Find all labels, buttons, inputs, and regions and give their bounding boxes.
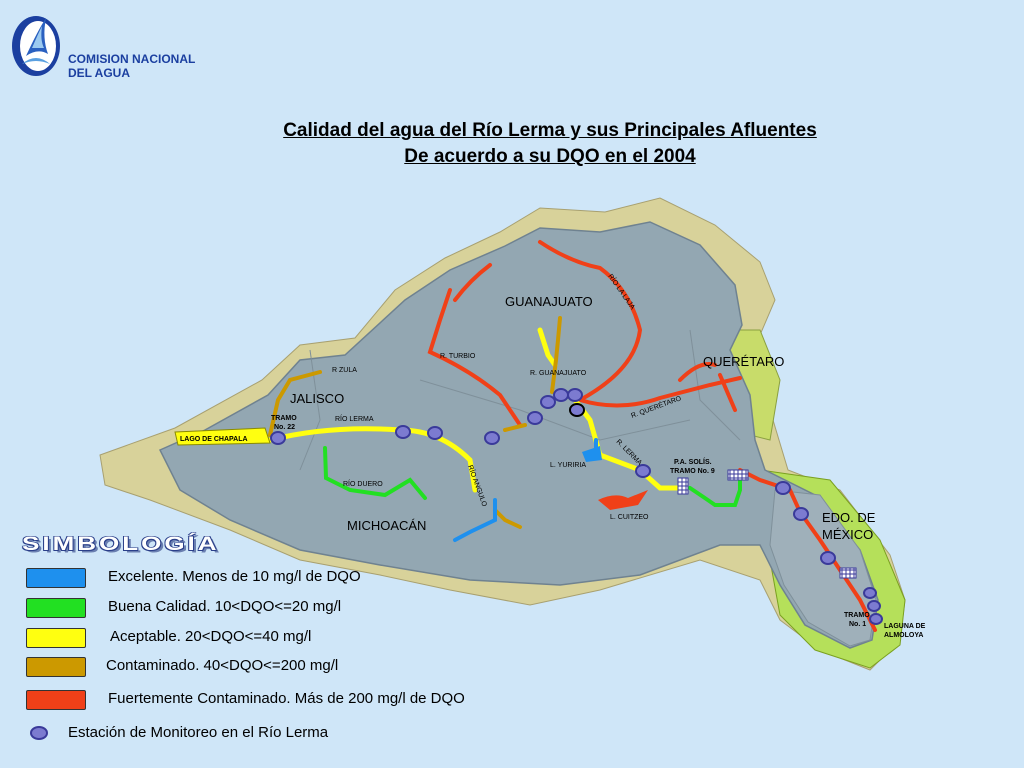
conagua-logo — [12, 16, 60, 76]
legend-swatch — [26, 657, 86, 677]
station-marker — [867, 600, 881, 612]
hatched-point — [839, 567, 857, 579]
rivers-heavily-polluted — [427, 240, 877, 632]
tramo-1-label-2: No. 1 — [849, 621, 866, 628]
river-label-rio-lerma: RÍO LERMA — [335, 414, 374, 423]
rivers-good — [323, 446, 742, 507]
lake-label-almoloya-1: LAGUNA DE — [884, 623, 926, 630]
legend-station-label: Estación de Monitoreo en el Río Lerma — [68, 724, 329, 741]
river-guanajuato — [537, 327, 558, 368]
hatched-point — [727, 469, 749, 481]
edomex-land — [769, 489, 877, 647]
river-queretaro-upper — [678, 362, 717, 382]
station-marker — [427, 426, 443, 440]
station-marker — [569, 403, 585, 417]
river-zula — [268, 370, 322, 437]
river-label-guanajuato: R. GUANAJUATO — [530, 370, 587, 377]
organization-line1: COMISION NACIONAL — [68, 52, 196, 66]
title-line2: De acuerdo a su DQO en el 2004 — [404, 146, 696, 167]
lake-chapala — [174, 427, 271, 446]
river-lerma-brown — [503, 423, 527, 432]
state-label-jalisco: JALISCO — [290, 391, 344, 406]
state-border-guanajuato — [419, 379, 691, 441]
river-lerma-main — [267, 426, 473, 463]
station-marker — [567, 388, 583, 402]
lake-label-almoloya-2: ALMOLOYA — [884, 632, 923, 639]
state-border-queretaro — [689, 329, 741, 441]
legend-label: Aceptable. 20<DQO<=40 mg/l — [110, 628, 312, 645]
station-marker — [863, 587, 877, 599]
state-label-michoacan: MICHOACÁN — [347, 518, 426, 533]
station-marker — [527, 411, 543, 425]
river-label-duero: RÍO DUERO — [343, 479, 383, 488]
river-guanajuato-brown — [550, 316, 562, 394]
station-marker — [540, 395, 556, 409]
river-lerma-green — [688, 473, 742, 507]
river-lerma-upper — [738, 468, 877, 632]
lake-label-chapala: LAGO DE CHAPALA — [180, 436, 248, 443]
station-marker — [869, 613, 883, 625]
river-angulo-brown — [493, 508, 522, 529]
basin-land — [158, 221, 879, 649]
legend-label: Buena Calidad. 10<DQO<=20 mg/l — [108, 598, 342, 615]
title-line1: Calidad del agua del Río Lerma y sus Pri… — [283, 120, 817, 141]
lake-cuitzeo — [598, 490, 648, 510]
lake-yuriria — [582, 446, 602, 462]
river-queretaro — [578, 376, 742, 408]
river-duero — [323, 446, 427, 500]
hatched-point — [677, 477, 689, 495]
state-label-guanajuato: GUANAJUATO — [505, 294, 593, 309]
legend-swatch — [26, 690, 86, 710]
state-label-edomex-2: MÉXICO — [822, 527, 873, 542]
legend-swatch — [26, 568, 86, 588]
station-marker — [635, 464, 651, 478]
tramo-1-label-1: TRAMO — [844, 612, 870, 619]
river-lerma-middle — [572, 397, 683, 491]
station-marker — [775, 481, 791, 495]
station-icon — [30, 726, 48, 740]
river-label-zula: R ZULA — [332, 367, 357, 374]
station-marker — [820, 551, 836, 565]
river-turbio-upper — [453, 263, 492, 302]
river-label-turbio: R. TURBIO — [440, 353, 476, 360]
legend-swatch — [26, 598, 86, 618]
monitoring-stations — [270, 388, 883, 625]
legend-label: Excelente. Menos de 10 mg/l de DQO — [108, 568, 361, 585]
river-turbio — [427, 288, 522, 427]
river-angulo-blue — [453, 498, 497, 542]
lake-label-cuitzeo: L. CUITZEO — [610, 514, 649, 521]
pa-solis-label: P.A. SOLÍS. — [674, 457, 712, 466]
organization-line2: DEL AGUA — [68, 66, 131, 80]
station-marker — [484, 431, 500, 445]
legend-heading: SIMBOLOGÍA — [22, 532, 220, 555]
station-marker — [270, 431, 286, 445]
legend-label: Fuertemente Contaminado. Más de 200 mg/l… — [108, 690, 465, 707]
tramo-22-label-2: No. 22 — [274, 424, 295, 431]
tramo-9-label: TRAMO No. 9 — [670, 468, 715, 475]
station-marker — [553, 388, 569, 402]
station-marker — [395, 425, 411, 439]
state-label-edomex-1: EDO. DE — [822, 510, 876, 525]
tramo-22-label-1: TRAMO — [271, 415, 297, 422]
organization-name: COMISION NACIONAL DEL AGUA — [68, 52, 195, 80]
lake-label-yuriria: L. YURIRIA — [550, 462, 586, 469]
state-label-queretaro: QUERÉTARO — [703, 354, 784, 369]
rivers-polluted — [268, 316, 562, 529]
legend-swatch — [26, 628, 86, 648]
river-queretaro-branch — [718, 373, 737, 412]
rivers-acceptable — [267, 327, 683, 493]
legend-label: Contaminado. 40<DQO<=200 mg/l — [106, 657, 339, 674]
river-angulo-yellow — [467, 457, 478, 493]
station-marker — [793, 507, 809, 521]
river-la-laja — [538, 240, 643, 402]
